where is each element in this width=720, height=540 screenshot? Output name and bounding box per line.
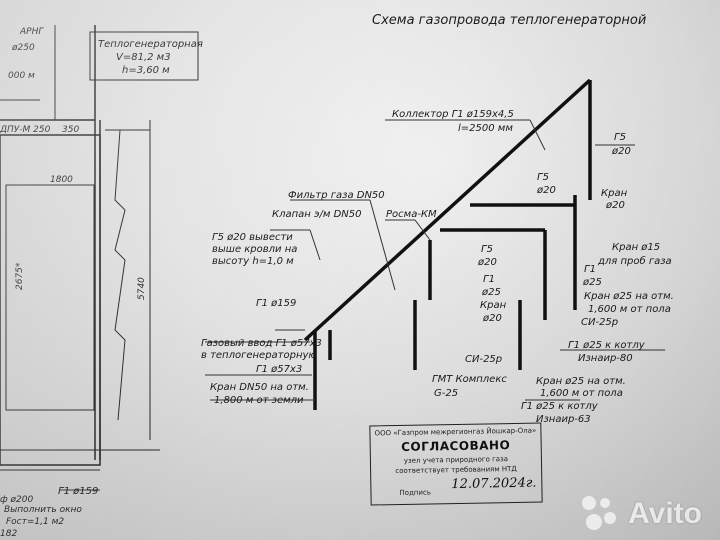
collector-pipe <box>303 78 592 342</box>
stamp-org: ООО «Газпром межрегионгаз Йошкар-Ола» <box>374 426 537 438</box>
room-height: h=3,60 м <box>122 65 170 76</box>
gmt-model: G-25 <box>434 388 458 399</box>
approval-stamp: ООО «Газпром межрегионгаз Йошкар-Ола» СО… <box>369 422 543 506</box>
si-25-left: СИ-25р <box>465 354 502 365</box>
rosma-label: Росма-КМ <box>386 209 437 220</box>
d20-top: ø20 <box>611 146 631 157</box>
leader-lines <box>60 119 665 491</box>
dim-1800: 1800 <box>50 175 73 185</box>
collector-length: l=2500 мм <box>458 123 513 134</box>
kran-25-left: Кран ø25 на отм. <box>536 376 626 387</box>
kran-b-d: ø20 <box>482 313 502 324</box>
gas-input-2: в теплогенераторную <box>201 350 317 361</box>
mark-000: 000 м <box>8 71 35 81</box>
g5-note-3: высоту h=1,0 м <box>212 256 294 267</box>
kran-a: Кран <box>601 188 628 199</box>
gmt-complex: ГМТ Комплекс <box>432 374 507 385</box>
room-label: Теплогенераторная <box>98 39 203 50</box>
dpu-label: ДПУ-М 250 <box>0 125 51 135</box>
pipes <box>303 78 592 410</box>
g1-159: Г1 ø159 <box>256 298 296 309</box>
stamp-line-1: узел учета природного газа <box>403 455 509 465</box>
diam-250: ø250 <box>11 43 35 53</box>
g1-right: Г1 <box>584 264 596 275</box>
kran-a-d: ø20 <box>605 200 625 211</box>
scheme-title: Схема газопровода теплогенераторной <box>372 13 646 28</box>
dim-5740: 5740 <box>137 277 147 300</box>
valve-label: Клапан э/м DN50 <box>272 209 362 220</box>
g5-mid: Г5 <box>537 172 549 183</box>
g1-159-bottom: Г1 ø159 <box>58 486 98 497</box>
kran-25-height: 1,600 м от пола <box>588 304 671 315</box>
room-volume: V=81,2 м3 <box>116 52 171 63</box>
kran-dn50: Кран DN50 на отм. <box>210 382 309 393</box>
iznair-63: Изнаир-63 <box>536 414 591 425</box>
kran-15-note: для проб газа <box>597 255 672 267</box>
g5-note-1: Г5 ø20 вывести <box>212 232 293 243</box>
g5-note-2: выше кровли на <box>212 244 297 255</box>
iznair-80: Изнаир-80 <box>578 353 633 364</box>
kran-dn50-height: 1,800 м от земли <box>214 395 304 406</box>
d25-a: ø25 <box>481 287 501 298</box>
kran-25-left-height: 1,600 м от пола <box>540 388 623 399</box>
avito-text: Avito <box>628 497 702 530</box>
si-25-right: СИ-25р <box>581 317 618 328</box>
g1-boiler-1: Г1 ø25 к котлу <box>568 340 646 351</box>
g1-boiler-2: Г1 ø25 к котлу <box>521 401 599 412</box>
arng-label: АРНГ <box>19 27 44 37</box>
kran-15: Кран ø15 <box>612 242 660 253</box>
g5-top: Г5 <box>614 132 626 143</box>
dim-350: 350 <box>62 125 79 135</box>
avito-logo-icon <box>582 496 622 532</box>
room-walls <box>0 25 199 471</box>
collector-label: Коллектор Г1 ø159х4,5 <box>392 109 514 120</box>
dim-2675: 2675* <box>15 262 25 290</box>
stamp-signature-label: Подпись <box>399 488 432 497</box>
avito-watermark: Avito <box>582 496 702 532</box>
g1-a: Г1 <box>483 274 495 285</box>
d25-right: ø25 <box>582 277 602 288</box>
g1-57: Г1 ø57х3 <box>256 364 302 375</box>
gas-input-1: Газовый ввод Г1 ø57х3 <box>201 338 322 349</box>
d20-mid: ø20 <box>536 185 556 196</box>
window-note-1: Выполнить окно <box>4 505 82 515</box>
kran-25: Кран ø25 на отм. <box>584 291 674 302</box>
kran-b: Кран <box>480 300 507 311</box>
d20-mid2: ø20 <box>477 257 497 268</box>
mark-182: 182 <box>0 529 17 539</box>
window-note-2: Fост=1,1 м2 <box>6 517 64 527</box>
mark-200: ф ø200 <box>0 495 34 505</box>
stamp-date: 12.07.2024г. <box>451 475 537 493</box>
stamp-title: СОГЛАСОВАНО <box>401 438 511 454</box>
filter-label: Фильтр газа DN50 <box>288 190 385 201</box>
stamp-line-2: соответствует требованиям НТД <box>395 464 517 476</box>
g5-mid2: Г5 <box>481 244 493 255</box>
